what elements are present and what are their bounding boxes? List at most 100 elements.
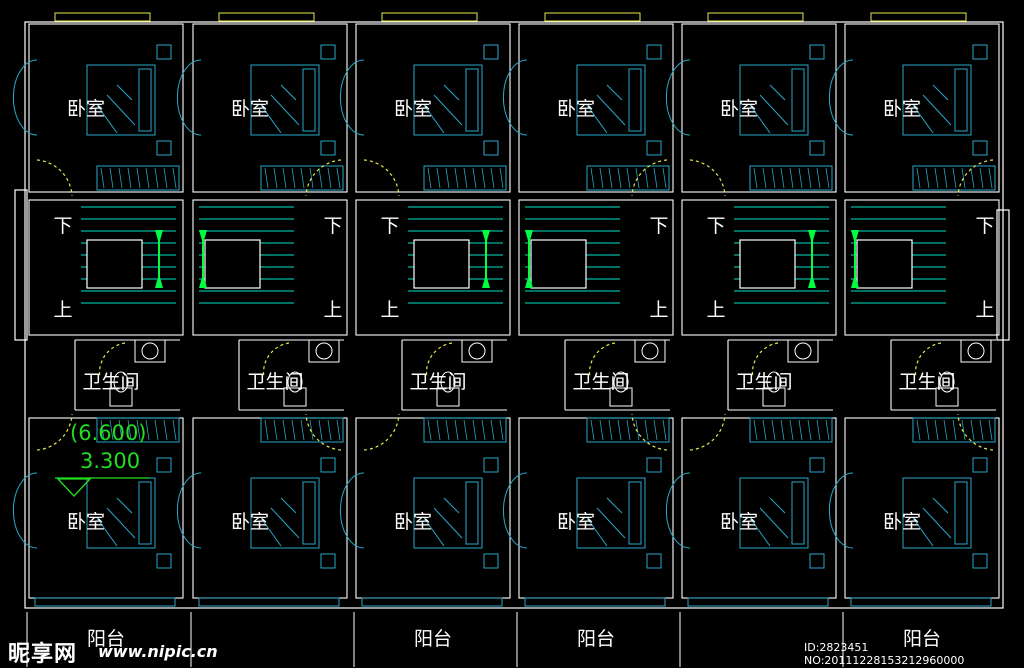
stair-arrow-up-icon xyxy=(808,274,816,288)
stair-label-up: 上 xyxy=(706,299,725,321)
watermark-logo: 昵享网 xyxy=(8,642,78,667)
stair-arrow-down-icon xyxy=(482,230,490,244)
stair-label-down: 下 xyxy=(380,215,399,237)
door-swing xyxy=(363,413,400,451)
stair-arrow-up-icon xyxy=(155,274,163,288)
wardrobe-bottom xyxy=(586,417,670,443)
door-swing xyxy=(262,342,290,379)
stair-arrow-up-icon xyxy=(851,274,859,288)
door-swing xyxy=(363,159,400,197)
room-label-bedroom-bottom: 卧室 xyxy=(394,511,432,533)
room-label-bedroom-top: 卧室 xyxy=(720,98,758,120)
bathroom-fixtures xyxy=(935,339,992,407)
elevation-upper: (6.600) xyxy=(70,421,147,445)
bathroom-fixtures xyxy=(109,339,166,407)
room-label-bedroom-top: 卧室 xyxy=(231,98,269,120)
room-label-balcony: 阳台 xyxy=(577,628,615,650)
stair-label-down: 下 xyxy=(975,215,994,237)
elevation-marker: (6.600) 3.300 xyxy=(55,421,150,497)
bed-top-icon xyxy=(828,44,988,156)
bed-top-icon xyxy=(176,44,336,156)
door-swing xyxy=(689,159,726,197)
room-label-balcony: 阳台 xyxy=(87,628,125,650)
door-swing xyxy=(751,342,779,379)
stair-arrow-down-icon xyxy=(851,230,859,244)
door-swing xyxy=(98,342,126,379)
bed-top-icon xyxy=(12,44,172,156)
stair-label-down: 下 xyxy=(53,215,72,237)
room-label-bathroom: 卫生间 xyxy=(246,371,303,393)
stair-arrow-down-icon xyxy=(525,230,533,244)
stair-arrow-down-icon xyxy=(155,230,163,244)
stair xyxy=(81,206,176,304)
stair-label-up: 上 xyxy=(380,299,399,321)
wardrobe-bottom xyxy=(912,417,996,443)
stair-label-up: 上 xyxy=(53,299,72,321)
wardrobe-top xyxy=(912,165,996,191)
door-swing xyxy=(631,159,668,197)
bed-bottom-icon xyxy=(339,457,499,569)
bathroom-fixtures xyxy=(609,339,666,407)
wardrobe-top xyxy=(749,165,833,191)
door-swing xyxy=(631,413,668,451)
door-swing xyxy=(914,342,942,379)
door-swing xyxy=(957,413,994,451)
door-swing xyxy=(425,342,453,379)
room-label-bathroom: 卫生间 xyxy=(898,371,955,393)
stair xyxy=(851,206,946,304)
bed-top-icon xyxy=(339,44,499,156)
stair xyxy=(408,206,503,304)
room-label-bathroom: 卫生间 xyxy=(572,371,629,393)
room-label-bedroom-top: 卧室 xyxy=(394,98,432,120)
wardrobe-bottom xyxy=(749,417,833,443)
room-label-bedroom-top: 卧室 xyxy=(883,98,921,120)
wardrobe-top xyxy=(260,165,344,191)
bed-bottom-icon xyxy=(665,457,825,569)
room-label-bedroom-bottom: 卧室 xyxy=(720,511,758,533)
bathroom-fixtures xyxy=(283,339,340,407)
room-label-bedroom-top: 卧室 xyxy=(557,98,595,120)
stair-label-up: 上 xyxy=(975,299,994,321)
bed-bottom-icon xyxy=(828,457,988,569)
wardrobe-top xyxy=(586,165,670,191)
stair-arrow-down-icon xyxy=(808,230,816,244)
wardrobe-bottom xyxy=(96,417,180,443)
stair-label-down: 下 xyxy=(323,215,342,237)
bed-bottom-icon xyxy=(176,457,336,569)
room-label-bedroom-bottom: 卧室 xyxy=(67,511,105,533)
room-label-balcony: 阳台 xyxy=(903,628,941,650)
building-outline xyxy=(14,21,1010,609)
door-swing xyxy=(36,159,73,197)
wardrobe-bottom xyxy=(260,417,344,443)
room-label-bedroom-top: 卧室 xyxy=(67,98,105,120)
room-label-bedroom-bottom: 卧室 xyxy=(883,511,921,533)
stair xyxy=(734,206,829,304)
stair-arrow-down-icon xyxy=(199,230,207,244)
bed-bottom-icon xyxy=(502,457,662,569)
wardrobe-bottom xyxy=(423,417,507,443)
stair-label-down: 下 xyxy=(649,215,668,237)
door-swing xyxy=(957,159,994,197)
door-swing xyxy=(36,413,73,451)
room-label-bathroom: 卫生间 xyxy=(735,371,792,393)
stair-arrow-up-icon xyxy=(525,274,533,288)
wardrobe-top xyxy=(423,165,507,191)
door-swing xyxy=(305,413,342,451)
watermark-id: ID:2823451 NO:20111228153212960000 xyxy=(804,641,965,667)
stair-label-down: 下 xyxy=(706,215,725,237)
door-swing xyxy=(689,413,726,451)
room-label-bedroom-bottom: 卧室 xyxy=(557,511,595,533)
stair xyxy=(525,206,620,304)
door-swing xyxy=(588,342,616,379)
door-swing xyxy=(305,159,342,197)
stair-arrow-up-icon xyxy=(199,274,207,288)
bed-top-icon xyxy=(502,44,662,156)
